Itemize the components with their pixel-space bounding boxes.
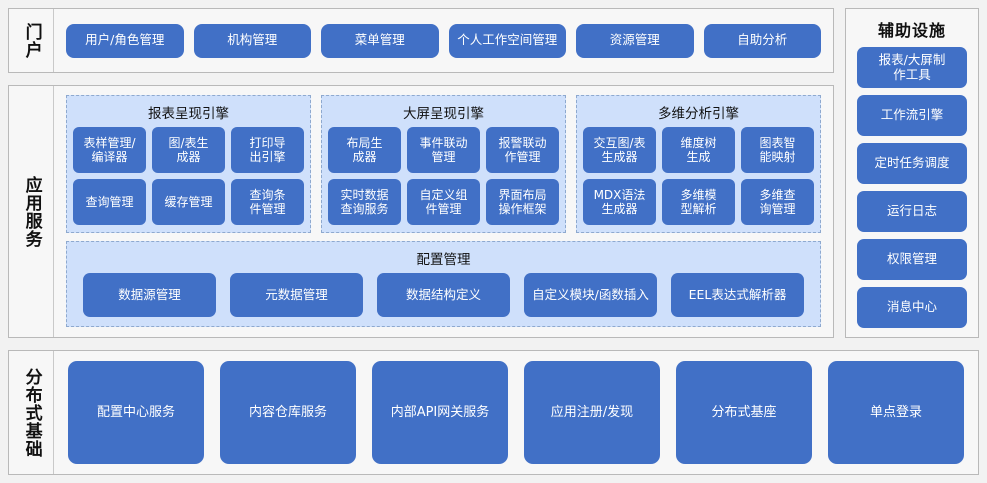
application-services-panel: 应用服务 报表呈现引擎 表样管理/ 编译器 图/表生 成器 打印导 出引擎 查询… — [8, 85, 834, 338]
engine-multidim-title: 多维分析引擎 — [658, 106, 739, 122]
aux-facilities-title: 辅助设施 — [877, 21, 946, 40]
config-item-datasource[interactable]: 数据源管理 — [83, 273, 216, 317]
distributed-item-config-center[interactable]: 配置中心服务 — [68, 361, 204, 464]
engines-row: 报表呈现引擎 表样管理/ 编译器 图/表生 成器 打印导 出引擎 查询管理 缓存… — [66, 95, 821, 233]
distributed-items-row: 配置中心服务 内容仓库服务 内部API网关服务 应用注册/发现 分布式基座 单点… — [54, 351, 978, 474]
distributed-item-api-gateway[interactable]: 内部API网关服务 — [372, 361, 508, 464]
engine-multidim-item-mdx-generator[interactable]: MDX语法 生成器 — [583, 179, 656, 225]
config-management-row: 数据源管理 元数据管理 数据结构定义 自定义模块/函数插入 EEL表达式解析器 — [75, 273, 812, 317]
aux-facilities-list: 报表/大屏制 作工具 工作流引擎 定时任务调度 运行日志 权限管理 消息中心 — [846, 47, 978, 337]
aux-item-permission[interactable]: 权限管理 — [857, 239, 967, 280]
engine-multidim-item-query-management[interactable]: 多维查 询管理 — [741, 179, 814, 225]
config-item-data-structure[interactable]: 数据结构定义 — [377, 273, 510, 317]
engine-report-item-print-export[interactable]: 打印导 出引擎 — [231, 127, 304, 173]
engine-report-title: 报表呈现引擎 — [148, 106, 229, 122]
engine-group-multidim: 多维分析引擎 交互图/表 生成器 维度树 生成 图表智 能映射 MDX语法 生成… — [576, 95, 821, 233]
engine-report-item-template-compiler[interactable]: 表样管理/ 编译器 — [73, 127, 146, 173]
aux-facilities-panel: 辅助设施 报表/大屏制 作工具 工作流引擎 定时任务调度 运行日志 权限管理 消… — [845, 8, 979, 338]
engine-bigscreen-item-layout-generator[interactable]: 布局生 成器 — [328, 127, 401, 173]
engine-group-bigscreen: 大屏呈现引擎 布局生 成器 事件联动 管理 报警联动 作管理 实时数据 查询服务… — [321, 95, 566, 233]
portal-band-label-text: 门户 — [21, 22, 42, 59]
aux-item-scheduler[interactable]: 定时任务调度 — [857, 143, 967, 184]
aux-item-workflow-engine[interactable]: 工作流引擎 — [857, 95, 967, 136]
config-item-custom-module-function[interactable]: 自定义模块/函数插入 — [524, 273, 657, 317]
engine-bigscreen-item-ui-layout-framework[interactable]: 界面布局 操作框架 — [486, 179, 559, 225]
engine-group-report: 报表呈现引擎 表样管理/ 编译器 图/表生 成器 打印导 出引擎 查询管理 缓存… — [66, 95, 311, 233]
distributed-item-app-registry[interactable]: 应用注册/发现 — [524, 361, 660, 464]
distributed-band-label-text: 分布式基础 — [21, 367, 42, 458]
config-management-title: 配置管理 — [416, 252, 471, 268]
portal-item-org[interactable]: 机构管理 — [193, 23, 311, 58]
application-services-band-label-text: 应用服务 — [21, 175, 42, 248]
engine-bigscreen-item-event-linkage[interactable]: 事件联动 管理 — [407, 127, 480, 173]
engine-multidim-item-interactive-chart[interactable]: 交互图/表 生成器 — [583, 127, 656, 173]
engine-multidim-grid: 交互图/表 生成器 维度树 生成 图表智 能映射 MDX语法 生成器 多维模 型… — [583, 127, 814, 225]
config-management-group: 配置管理 数据源管理 元数据管理 数据结构定义 自定义模块/函数插入 EEL表达… — [66, 241, 821, 327]
config-item-metadata[interactable]: 元数据管理 — [230, 273, 363, 317]
engine-report-item-chart-generator[interactable]: 图/表生 成器 — [152, 127, 225, 173]
engine-bigscreen-title: 大屏呈现引擎 — [403, 106, 484, 122]
engine-report-item-cache-management[interactable]: 缓存管理 — [152, 179, 225, 225]
distributed-band-label: 分布式基础 — [9, 351, 54, 474]
distributed-item-distributed-base[interactable]: 分布式基座 — [676, 361, 812, 464]
config-item-eel-expression-parser[interactable]: EEL表达式解析器 — [671, 273, 804, 317]
engine-report-grid: 表样管理/ 编译器 图/表生 成器 打印导 出引擎 查询管理 缓存管理 查询条 … — [73, 127, 304, 225]
portal-item-self-analysis[interactable]: 自助分析 — [703, 23, 821, 58]
engine-bigscreen-grid: 布局生 成器 事件联动 管理 报警联动 作管理 实时数据 查询服务 自定义组 件… — [328, 127, 559, 225]
application-services-body: 报表呈现引擎 表样管理/ 编译器 图/表生 成器 打印导 出引擎 查询管理 缓存… — [54, 86, 833, 337]
portal-item-resource[interactable]: 资源管理 — [576, 23, 694, 58]
engine-report-item-query-condition[interactable]: 查询条 件管理 — [231, 179, 304, 225]
engine-bigscreen-item-realtime-query[interactable]: 实时数据 查询服务 — [328, 179, 401, 225]
aux-item-runtime-log[interactable]: 运行日志 — [857, 191, 967, 232]
portal-band-label: 门户 — [9, 9, 54, 72]
distributed-foundation-panel: 分布式基础 配置中心服务 内容仓库服务 内部API网关服务 应用注册/发现 分布… — [8, 350, 979, 475]
portal-item-workspace[interactable]: 个人工作空间管理 — [448, 23, 566, 58]
engine-multidim-item-dimension-tree[interactable]: 维度树 生成 — [662, 127, 735, 173]
distributed-item-sso[interactable]: 单点登录 — [828, 361, 964, 464]
aux-item-message-center[interactable]: 消息中心 — [857, 287, 967, 328]
portal-items-row: 用户/角色管理 机构管理 菜单管理 个人工作空间管理 资源管理 自助分析 — [54, 9, 833, 72]
engine-bigscreen-item-custom-component[interactable]: 自定义组 件管理 — [407, 179, 480, 225]
application-services-band-label: 应用服务 — [9, 86, 54, 337]
portal-item-menu[interactable]: 菜单管理 — [321, 23, 439, 58]
distributed-item-content-repository[interactable]: 内容仓库服务 — [220, 361, 356, 464]
engine-report-item-query-management[interactable]: 查询管理 — [73, 179, 146, 225]
engine-multidim-item-chart-smart-mapping[interactable]: 图表智 能映射 — [741, 127, 814, 173]
portal-panel: 门户 用户/角色管理 机构管理 菜单管理 个人工作空间管理 资源管理 自助分析 — [8, 8, 834, 73]
engine-multidim-item-model-parsing[interactable]: 多维模 型解析 — [662, 179, 735, 225]
engine-bigscreen-item-alarm-action[interactable]: 报警联动 作管理 — [486, 127, 559, 173]
portal-item-user-role[interactable]: 用户/角色管理 — [66, 23, 184, 58]
aux-item-report-bigscreen-tool[interactable]: 报表/大屏制 作工具 — [857, 47, 967, 88]
